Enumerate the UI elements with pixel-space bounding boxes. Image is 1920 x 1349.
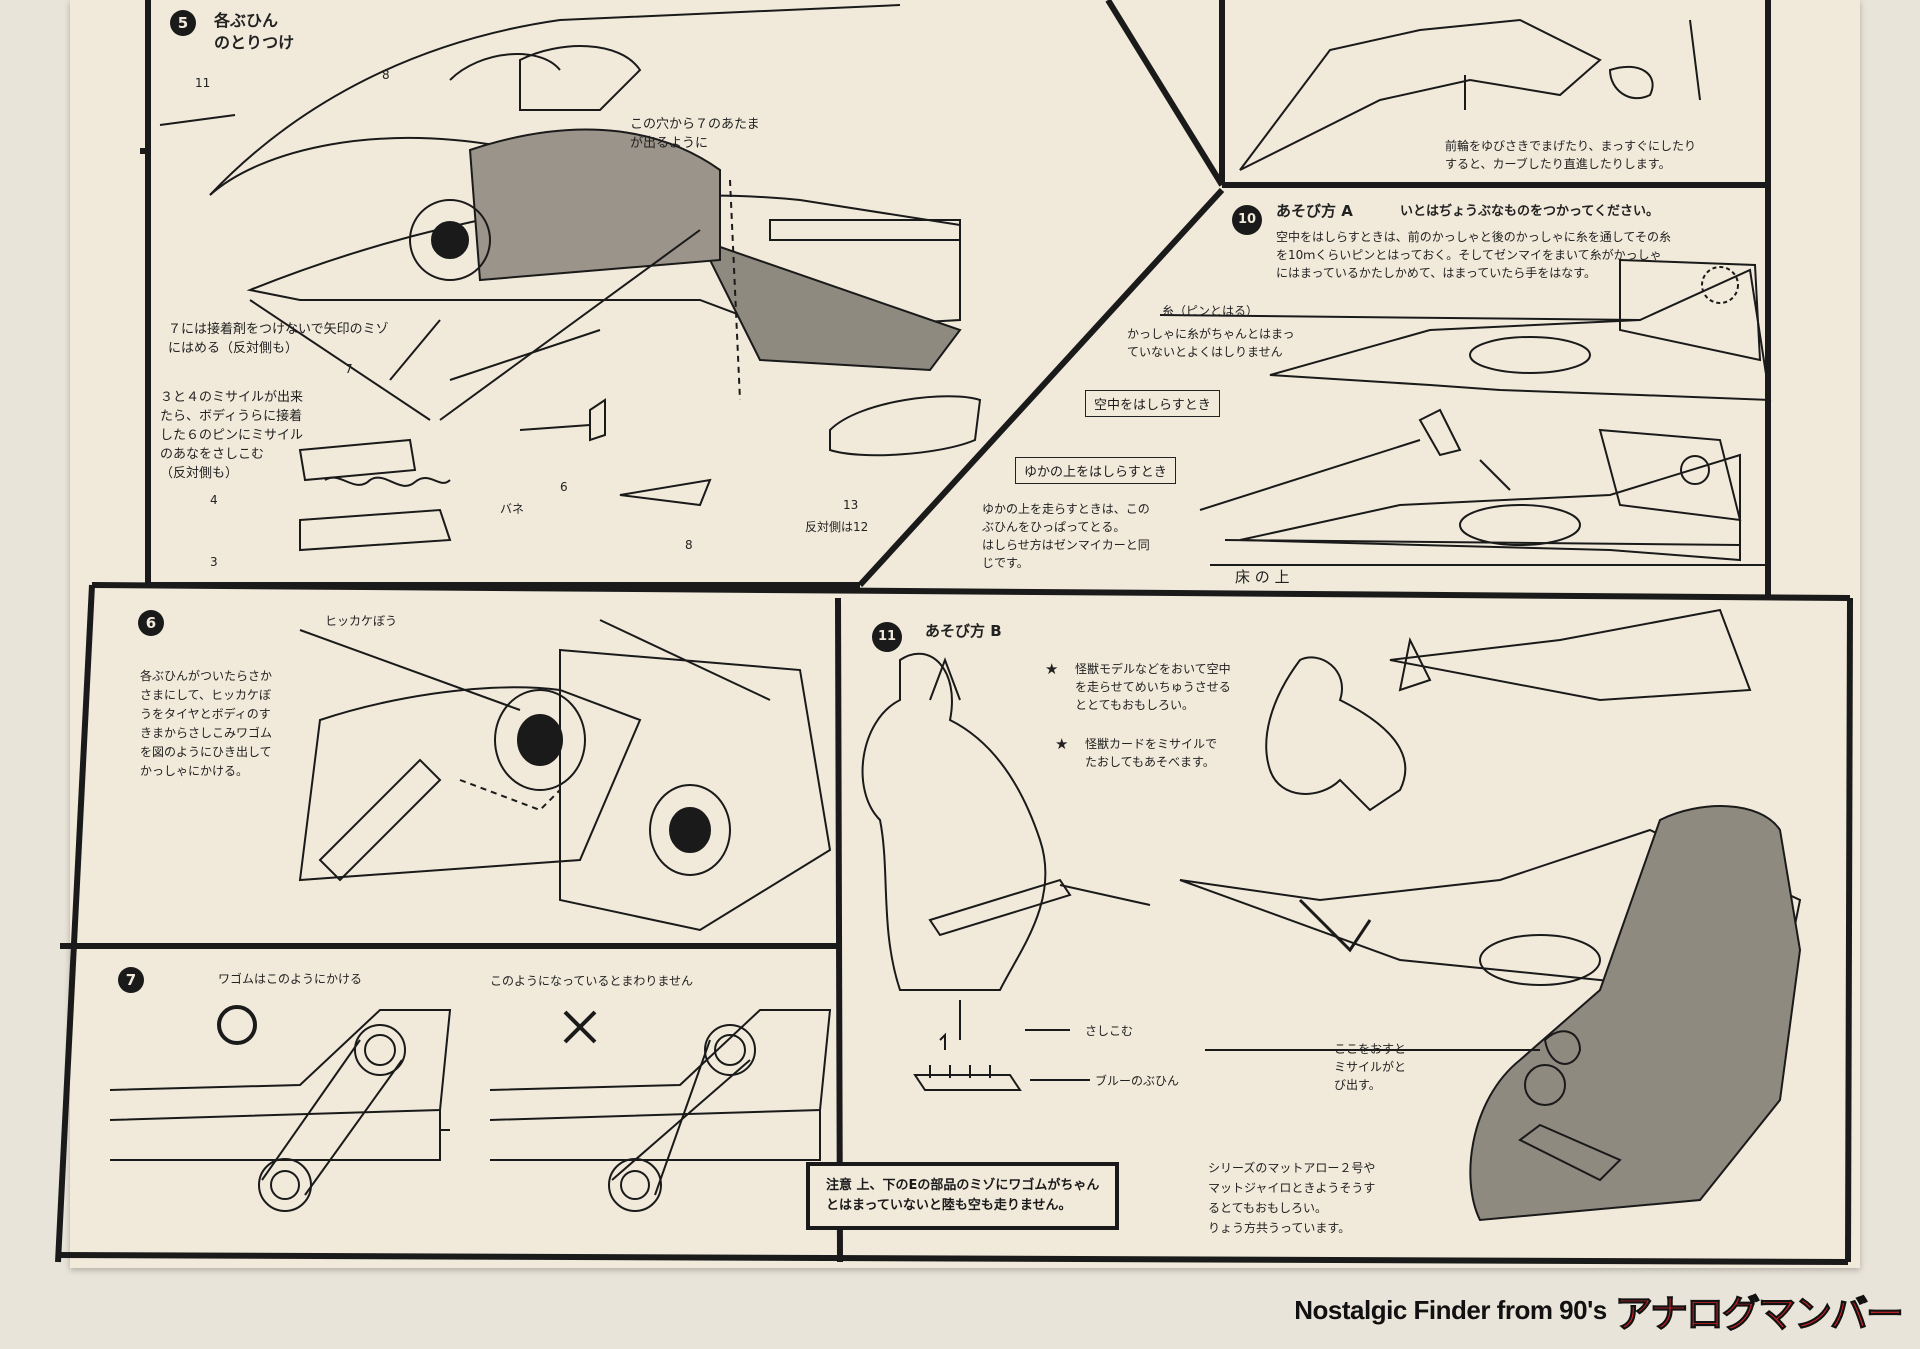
part-label-8b: 8 [685,538,693,552]
part-label-11: 11 [195,76,211,90]
part-label-3: 3 [210,555,218,569]
step-11-title: あそび方 B [925,622,1002,640]
opposite-note: 反対側は12 [805,520,869,534]
step-5-title: 各ぶひん のとりつけ [214,11,295,52]
part-label-6: 6 [560,480,568,494]
hook-tool-label: ヒッカケぼう [325,614,398,628]
missile-note: ３と４のミサイルが出来 たら、ボディうらに接着 した６のピンにミサイル のあなを… [160,390,304,481]
step-10-text: 空中をはしらすときは、前のかっしゃと後のかっしゃに糸を通してその糸 を10ｍくら… [1276,230,1672,280]
blue-part-label: ブルーのぶひん [1095,1074,1180,1088]
floor-run-label: ゆかの上をはしらすとき [1015,457,1176,484]
part-label-7: 7 [345,362,353,376]
insert-label: さしこむ [1085,1024,1134,1038]
ng-caption: このようになっているとまわりません [490,974,694,988]
step-number-7: 7 [118,967,144,993]
part-label-13: 13 [843,498,859,512]
step-10-title: あそび方 A [1276,202,1353,220]
string-label: 糸（ピンとはる） [1162,304,1259,318]
watermark-text-en: Nostalgic Finder from 90's [1294,1294,1607,1325]
panel-borders [55,0,1853,1265]
step-number-5: 5 [170,10,196,36]
series-note: シリーズのマットアロー２号や マットジャイロときようそうす るとてもおもしろい。… [1208,1161,1376,1235]
pulley-note: かっしゃに糸がちゃんとはまっ ていないとよくはしりません [1127,327,1295,359]
star-2: ★ [1055,735,1069,753]
step-10-subtitle: いとはぢょうぶなものをつかってください。 [1400,204,1659,219]
part-label-4: 4 [210,493,218,507]
bullet-2: 怪獣カードをミサイルで たおしてもあそべます。 [1085,737,1218,769]
air-run-label: 空中をはしらすとき [1085,390,1220,417]
step-number-11: 11 [872,622,902,652]
step-6-text: 各ぶひんがついたらさか さまにして、ヒッカケぼ うをタイヤとボディのす きまから… [140,669,273,778]
front-wheel-note: 前輪をゆびさきでまげたり、まっすぐにしたり すると、カーブしたり直進したりします… [1445,139,1697,171]
watermark: Nostalgic Finder from 90's アナログマンバー [1294,1285,1904,1336]
watermark-logo: アナログマンバー [1614,1293,1904,1336]
bullet-1: 怪獣モデルなどをおいて空中 を走らせてめいちゅうさせる ととてもおもしろい。 [1075,662,1231,712]
step-number-6: 6 [138,610,164,636]
spring-label: バネ [500,502,525,516]
floor-run-note: ゆかの上を走らすときは、この ぶひんをひっぱってとる。 はしらせ方はゼンマイカー… [982,502,1150,570]
ok-caption: ワゴムはこのようにかける [218,972,363,986]
step-number-10: 10 [1232,205,1262,235]
glue-note: ７には接着剤をつけないで矢印のミゾ にはめる（反対側も） [168,322,389,356]
part-label-8a: 8 [382,68,390,82]
ground-label: 床 の 上 [1235,568,1290,586]
press-note: ここをおすと ミサイルがと び出す。 [1334,1042,1407,1092]
caution-box: 注意 上、下のEの部品のミゾにワゴムがちゃん とはまっていないと陸も空も走りませ… [806,1162,1120,1230]
hole-note: この穴から７のあたま が出るように [630,117,760,151]
star-1: ★ [1045,660,1059,678]
